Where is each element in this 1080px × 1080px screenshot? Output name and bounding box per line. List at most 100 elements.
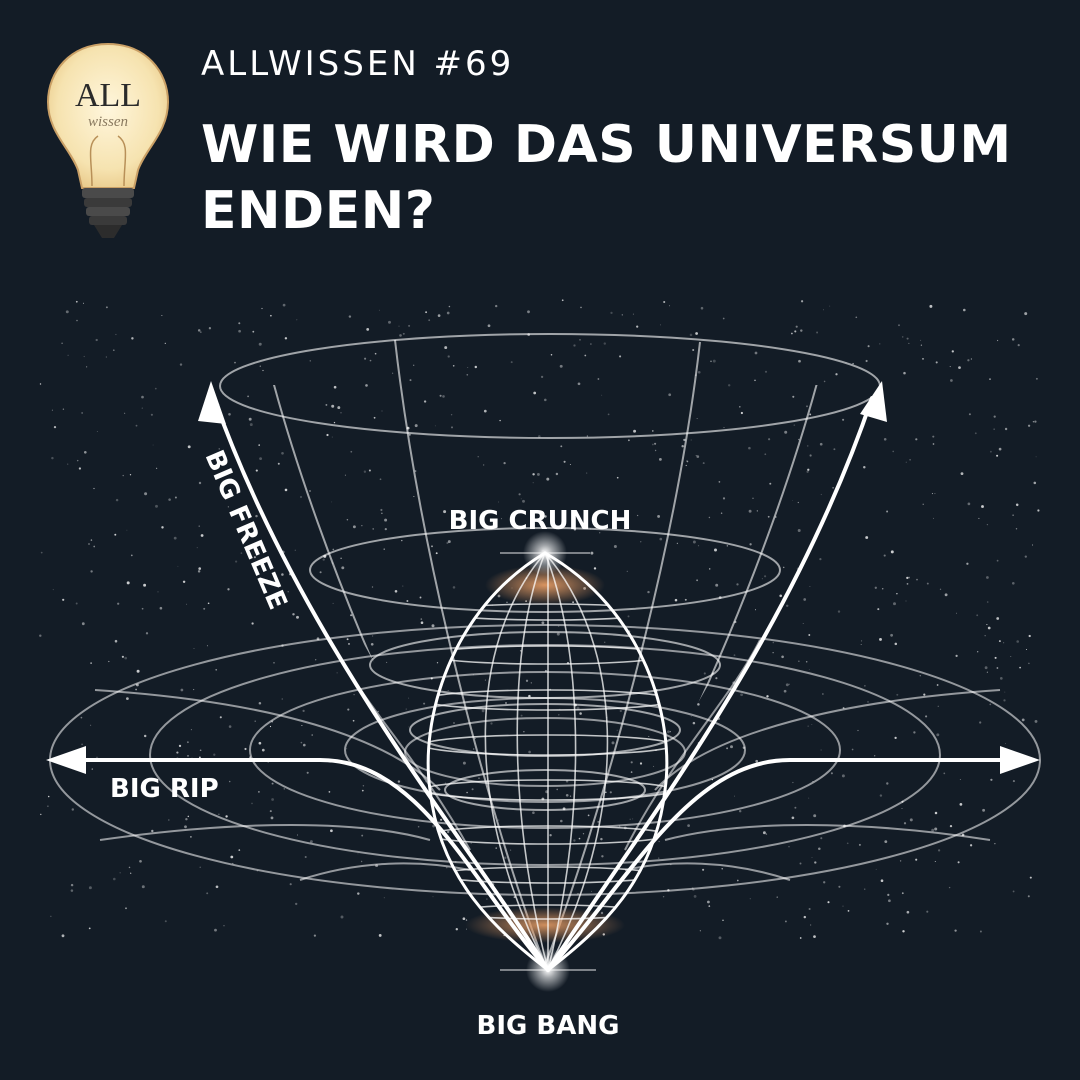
star bbox=[908, 576, 911, 579]
star bbox=[893, 602, 896, 606]
star bbox=[434, 425, 436, 427]
star bbox=[493, 510, 495, 512]
star bbox=[302, 709, 305, 713]
star bbox=[800, 329, 803, 332]
star bbox=[864, 888, 866, 890]
star bbox=[40, 813, 42, 816]
star bbox=[277, 462, 280, 465]
star bbox=[896, 592, 898, 595]
star bbox=[474, 365, 478, 369]
star bbox=[1019, 666, 1021, 669]
star bbox=[913, 731, 916, 734]
star bbox=[223, 925, 225, 927]
star bbox=[90, 539, 93, 541]
star bbox=[126, 529, 128, 531]
star bbox=[366, 328, 370, 331]
star bbox=[269, 725, 272, 728]
star bbox=[579, 712, 582, 715]
star bbox=[105, 306, 108, 309]
star bbox=[699, 930, 701, 932]
star bbox=[159, 606, 163, 610]
star bbox=[423, 702, 426, 705]
star bbox=[790, 332, 793, 335]
star bbox=[837, 610, 841, 613]
star bbox=[936, 733, 940, 737]
star bbox=[932, 443, 935, 445]
star bbox=[174, 496, 177, 499]
star bbox=[1027, 424, 1031, 427]
logo-text: ALL bbox=[75, 77, 141, 114]
star bbox=[510, 361, 513, 364]
star bbox=[943, 772, 946, 775]
star bbox=[695, 455, 697, 457]
star bbox=[50, 915, 52, 917]
star bbox=[130, 872, 132, 874]
star bbox=[788, 846, 790, 848]
star bbox=[47, 805, 49, 808]
star bbox=[695, 332, 698, 335]
star bbox=[597, 378, 600, 380]
star bbox=[365, 384, 368, 387]
star bbox=[765, 833, 768, 835]
star bbox=[287, 591, 289, 593]
star bbox=[696, 418, 698, 419]
star bbox=[332, 602, 334, 604]
star bbox=[858, 843, 861, 846]
star bbox=[302, 743, 306, 747]
star bbox=[340, 557, 342, 559]
star bbox=[740, 411, 744, 415]
star bbox=[346, 519, 349, 521]
star bbox=[447, 355, 450, 358]
star bbox=[467, 366, 469, 369]
star bbox=[808, 634, 811, 636]
star bbox=[811, 724, 813, 725]
star bbox=[363, 470, 367, 473]
star bbox=[908, 342, 910, 344]
star bbox=[81, 743, 84, 746]
star bbox=[340, 915, 344, 919]
star bbox=[90, 724, 92, 726]
star bbox=[284, 488, 288, 492]
star bbox=[832, 487, 834, 489]
star bbox=[896, 693, 899, 696]
star bbox=[167, 819, 170, 821]
star bbox=[636, 325, 639, 328]
star bbox=[76, 319, 78, 322]
star bbox=[970, 358, 973, 360]
star bbox=[852, 362, 854, 365]
star bbox=[630, 761, 633, 764]
star bbox=[340, 412, 342, 414]
star bbox=[420, 618, 423, 620]
star bbox=[40, 551, 43, 554]
star bbox=[372, 528, 375, 530]
star bbox=[782, 566, 785, 569]
star bbox=[276, 604, 278, 606]
star bbox=[989, 703, 992, 706]
star bbox=[875, 868, 877, 870]
star bbox=[733, 654, 736, 657]
star bbox=[289, 883, 292, 886]
star bbox=[809, 454, 812, 457]
star bbox=[182, 580, 186, 584]
star bbox=[187, 741, 189, 744]
star bbox=[39, 383, 42, 385]
star bbox=[510, 849, 512, 851]
star bbox=[909, 458, 911, 461]
star bbox=[381, 410, 383, 412]
star bbox=[528, 694, 531, 698]
star bbox=[39, 634, 42, 637]
star bbox=[180, 688, 184, 692]
star bbox=[722, 919, 724, 921]
star bbox=[799, 862, 802, 865]
star bbox=[295, 902, 298, 906]
star bbox=[200, 534, 204, 537]
star bbox=[841, 774, 845, 778]
star bbox=[749, 898, 751, 900]
star bbox=[62, 408, 65, 410]
star bbox=[715, 583, 719, 587]
star bbox=[708, 568, 711, 570]
star bbox=[764, 453, 767, 456]
star bbox=[240, 552, 243, 554]
